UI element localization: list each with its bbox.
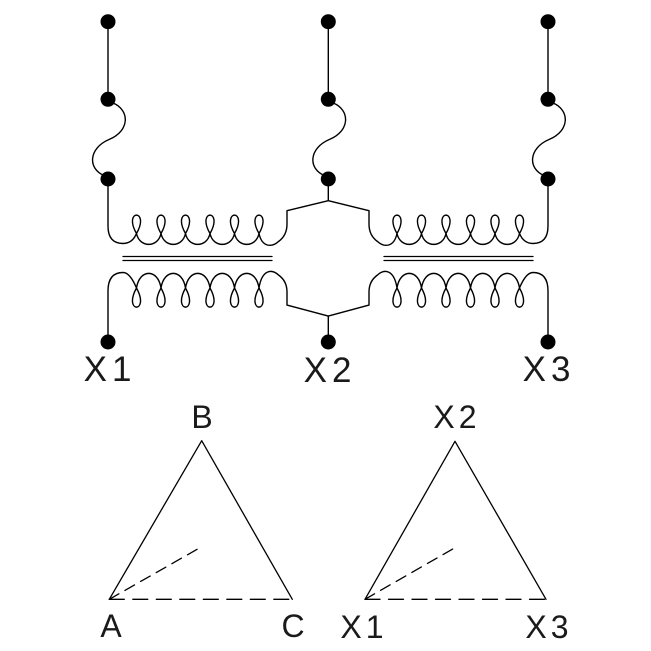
terminal-dot-x2 <box>320 334 336 350</box>
cutout-s-curve <box>91 102 126 177</box>
secondary-winding-right <box>327 270 549 343</box>
terminal-dot <box>100 14 116 30</box>
terminal-label-x3: X3 <box>523 350 576 389</box>
terminal-dot <box>320 91 336 107</box>
terminal-label-x2: X2 <box>304 351 357 390</box>
primary-winding-right <box>327 178 549 246</box>
core-right <box>383 255 534 262</box>
secondary-phasor-triangle: X2 X1 X3 <box>340 399 572 645</box>
lead-stack-h1 <box>91 14 126 187</box>
terminal-dot-x1 <box>100 334 116 350</box>
phase-angle-dashed-line <box>364 546 458 600</box>
phase-angle-dashed-line <box>108 546 203 600</box>
terminal-label-x1: X1 <box>84 350 137 389</box>
phasor-label-c: C <box>281 608 308 644</box>
phasor-label-x2: X2 <box>433 399 480 435</box>
triangle-solid-sides <box>364 440 547 600</box>
phasor-label-b: B <box>191 399 216 435</box>
secondary-winding-left <box>107 270 329 343</box>
terminal-dot-x3 <box>540 334 556 350</box>
cutout-s-curve <box>312 102 347 177</box>
primary-phasor-triangle: B A C <box>100 399 308 644</box>
terminal-dot <box>320 14 336 30</box>
transformer-left <box>107 178 329 343</box>
core-left <box>122 255 273 262</box>
primary-winding-left <box>107 178 329 246</box>
lead-stack-h2 <box>312 14 347 187</box>
phasor-label-x3: X3 <box>525 609 572 645</box>
phasor-label-a: A <box>100 608 125 644</box>
transformer-right <box>327 178 549 343</box>
secondary-terminals: X1 X2 X3 <box>84 334 576 390</box>
lead-stack-h3 <box>531 14 566 187</box>
terminal-dot <box>100 91 116 107</box>
cutout-s-curve <box>531 102 566 177</box>
terminal-dot <box>540 14 556 30</box>
triangle-solid-sides <box>108 440 293 600</box>
terminal-dot <box>540 91 556 107</box>
phasor-label-x1: X1 <box>340 609 387 645</box>
